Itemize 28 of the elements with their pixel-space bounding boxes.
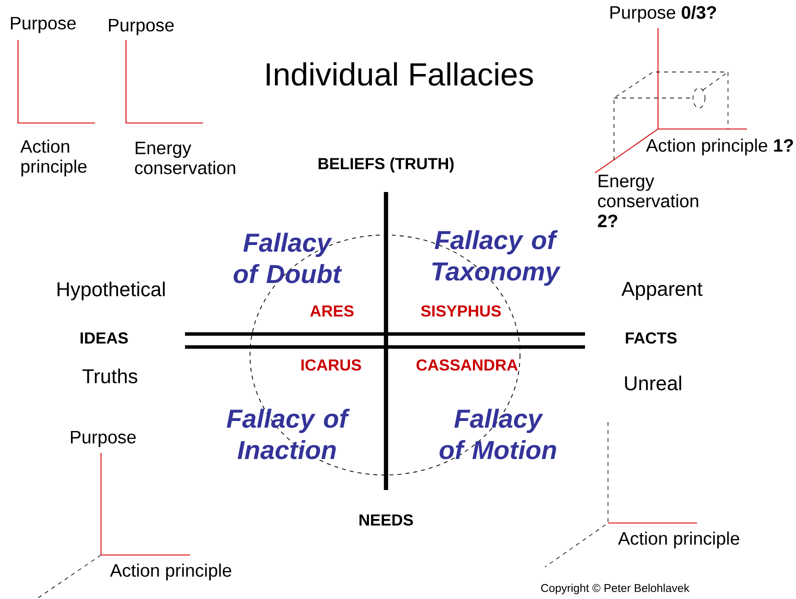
axis-label: Action principle 1? <box>646 138 793 156</box>
pole-label: NEEDS <box>360 514 413 526</box>
title: Individual Fallacies <box>266 62 533 86</box>
axis-label: Purpose <box>70 430 136 448</box>
myth-label: ICARUS <box>301 359 362 371</box>
copyright-note: Copyright © Peter Belohlavek <box>541 584 690 594</box>
axis-label: Energy conservation <box>135 142 236 174</box>
axis-label: Purpose <box>108 18 174 36</box>
fallacy-label: Fallacy of Doubt <box>234 232 342 284</box>
axis-label: Purpose <box>10 16 76 34</box>
axis-label: Energy conservation 2? <box>598 174 698 228</box>
pole-value-label: Apparent <box>621 282 702 300</box>
myth-label: CASSANDRA <box>416 359 518 371</box>
pole-value-label: Hypothetical <box>58 282 165 300</box>
axis-label: Purpose 0/3? <box>610 6 716 22</box>
axis-label: Action principle <box>618 532 740 548</box>
pole-label: BELIEFS (TRUTH) <box>318 158 454 172</box>
pole-label: FACTS <box>626 332 677 344</box>
axis-label: Action principle <box>20 140 86 176</box>
pole-label: IDEAS <box>80 332 128 344</box>
fallacy-label: Fallacy of Taxonomy <box>432 230 561 286</box>
pole-value-label: Truths <box>82 368 138 384</box>
fallacy-label: Fallacy of Inaction <box>226 408 350 460</box>
pole-value-label: Unreal <box>625 376 682 390</box>
myth-label: ARES <box>310 305 354 317</box>
axis-label: Action principle <box>110 564 232 580</box>
fallacy-label: Fallacy of Motion <box>440 408 556 460</box>
myth-label: SISYPHUS <box>421 305 501 317</box>
